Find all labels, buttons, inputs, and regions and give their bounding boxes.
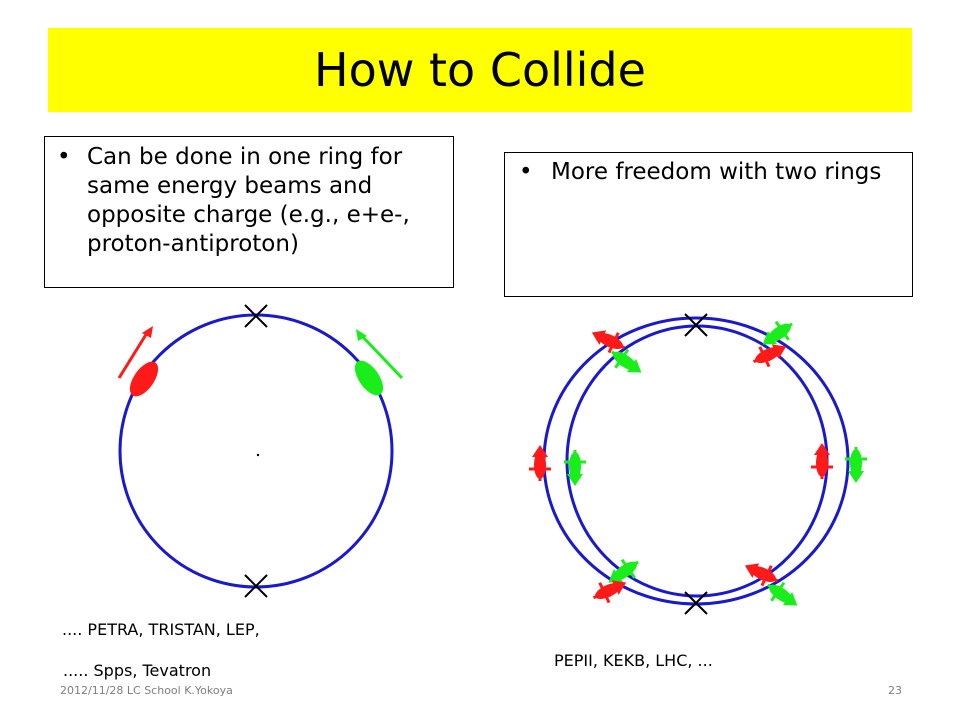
page-number: 23 <box>888 684 902 697</box>
inner-ring <box>565 324 829 598</box>
bullet-marker: • <box>519 159 533 185</box>
interaction-point-bottom <box>684 591 708 615</box>
two-rings-bullet: • More freedom with two rings <box>519 158 899 187</box>
bullet-marker: • <box>57 144 71 170</box>
interaction-point-top <box>244 304 268 328</box>
one-ring-text-box: • Can be done in one ring for same energ… <box>44 136 454 288</box>
single-ring <box>118 313 394 589</box>
positron-bunch <box>585 321 631 360</box>
slide-title: How to Collide <box>314 43 646 97</box>
one-ring-description: Can be done in one ring for same energy … <box>87 144 410 257</box>
one-ring-colliders-caption: .... PETRA, TRISTAN, LEP, <box>62 620 260 639</box>
positron-bunch <box>527 443 553 483</box>
two-ring-colliders-caption: PEPII, KEKB, LHC, ... <box>554 651 713 670</box>
ring-center-dot <box>256 453 260 457</box>
electron-bunch <box>354 329 404 396</box>
single-ring-diagram <box>117 304 404 598</box>
positron-bunch <box>117 326 159 397</box>
outer-ring <box>542 316 850 606</box>
interaction-point-bottom <box>244 574 268 598</box>
one-ring-bullet: • Can be done in one ring for same energ… <box>57 143 445 259</box>
two-rings-diagram <box>527 313 869 616</box>
two-rings-description: More freedom with two rings <box>551 159 882 185</box>
positron-bunch <box>809 441 835 481</box>
footer-author-date: 2012/11/28 LC School K.Yokoya <box>60 684 233 697</box>
one-ring-colliders-caption-2: ..... Spps, Tevatron <box>63 661 212 680</box>
title-bar: How to Collide <box>48 28 912 112</box>
interaction-point-top <box>684 313 708 337</box>
two-rings-text-box: • More freedom with two rings <box>504 152 913 297</box>
